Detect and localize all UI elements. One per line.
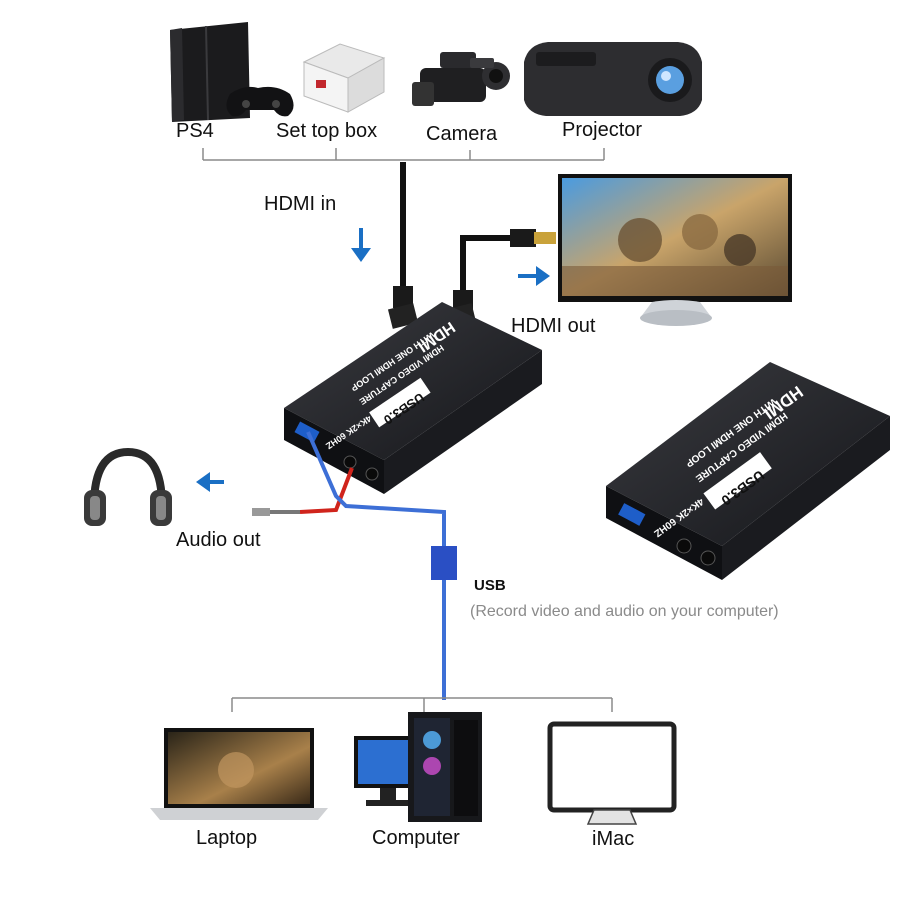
set-top-box-icon (302, 43, 386, 113)
hdmi-in-cable (387, 162, 419, 329)
ps4-console-icon (170, 22, 294, 122)
monitor-icon (558, 174, 792, 326)
imac-icon (547, 721, 677, 825)
source-label-ps4: PS4 (176, 120, 214, 142)
audio-cable (252, 467, 354, 516)
computer-label-imac: iMac (592, 828, 634, 850)
capture-device-main: HDMI HDMI VIDEO CAPTURE WITH ONE HDMI LO… (284, 302, 542, 494)
usb-cable (306, 431, 457, 700)
audio-out-label: Audio out (176, 529, 261, 551)
headphones-icon (84, 447, 172, 526)
laptop-icon (150, 728, 328, 820)
audio-out-arrow-icon (196, 472, 224, 492)
desktop-computer-icon (354, 712, 482, 822)
source-label-projector: Projector (562, 119, 642, 141)
hdmi-out-arrow-icon (518, 266, 550, 286)
computer-label-laptop: Laptop (196, 827, 257, 849)
usb-note: (Record video and audio on your computer… (470, 603, 779, 620)
computer-label-computer: Computer (372, 827, 460, 849)
video-camera-icon (412, 52, 510, 106)
usb-label: USB (474, 577, 506, 594)
source-label-camera: Camera (426, 123, 498, 145)
hdmi-in-arrow-icon (351, 228, 371, 262)
source-bracket (202, 148, 605, 161)
capture-device-secondary: HDMI HDMI VIDEO CAPTURE WITH ONE HDMI LO… (606, 362, 890, 580)
computer-bracket (231, 697, 613, 712)
projector-icon (524, 42, 702, 116)
hdmi-in-label: HDMI in (264, 193, 336, 215)
hdmi-out-label: HDMI out (511, 315, 596, 337)
source-label-set-top-box: Set top box (276, 120, 377, 142)
